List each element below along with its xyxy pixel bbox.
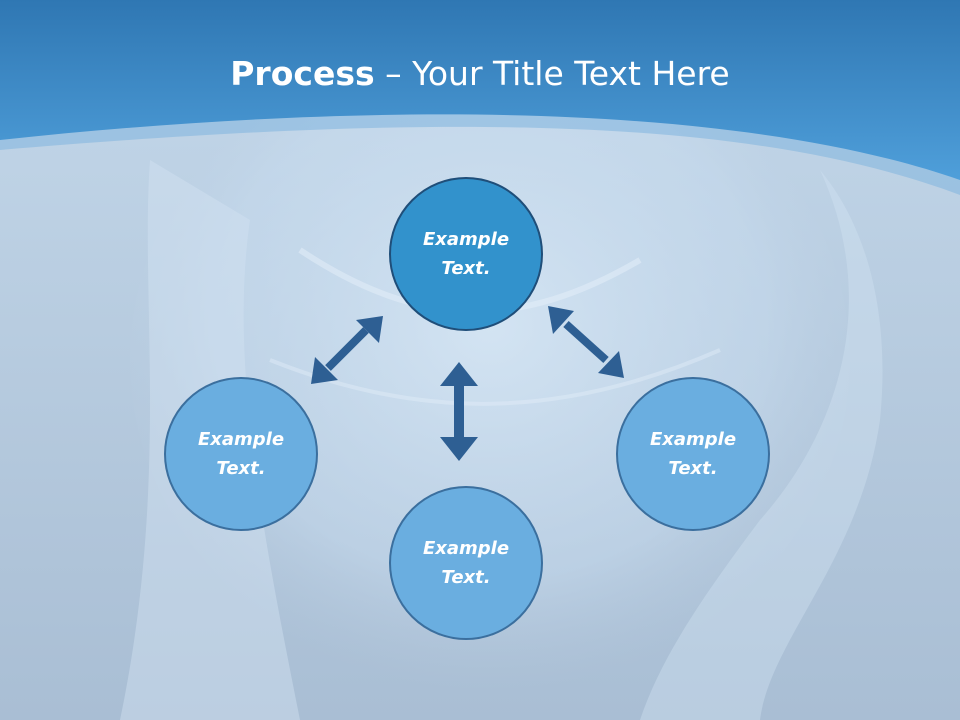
arrow-top-right [548, 306, 624, 378]
process-node-bottom: Example Text. [389, 486, 543, 640]
arrow-top-left [311, 316, 383, 384]
slide-title: Process – Your Title Text Here [0, 52, 960, 96]
process-node-left: Example Text. [164, 377, 318, 531]
process-node-top-label: Example Text. [422, 229, 510, 279]
process-node-left-label: Example Text. [197, 429, 285, 479]
title-bold: Process [230, 54, 375, 93]
title-rest: – Your Title Text Here [374, 54, 730, 93]
process-node-top: Example Text. [389, 177, 543, 331]
process-node-right: Example Text. [616, 377, 770, 531]
process-node-right-label: Example Text. [649, 429, 737, 479]
arrow-vertical [440, 362, 478, 461]
process-node-bottom-label: Example Text. [422, 538, 510, 588]
